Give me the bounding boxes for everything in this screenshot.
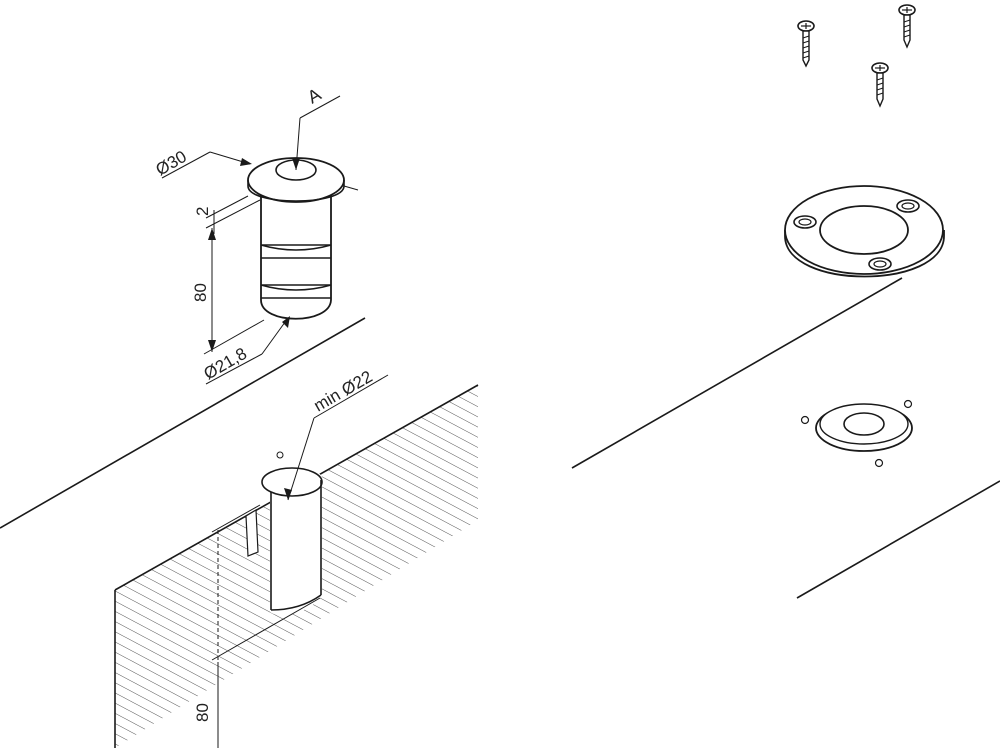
bore-depth-label: 80: [193, 703, 212, 722]
screw-icon: [797, 20, 815, 68]
ceiling-surface-lines: [571, 277, 1000, 599]
cover-ring-icon: [800, 399, 913, 468]
gap-dimension: [205, 195, 261, 234]
min-bore-leader: [284, 374, 389, 501]
hatched-section: [114, 384, 479, 748]
diameter-body-leader: [205, 316, 290, 385]
screw-icon: [898, 4, 916, 49]
light-fitting: [247, 157, 345, 320]
detail-a-label: A: [304, 84, 324, 107]
mounting-plate-icon: [784, 185, 945, 278]
screw-icon: [871, 62, 889, 108]
diameter-top-leader: [161, 151, 359, 191]
floor-surface-lines: [0, 317, 366, 529]
length-dimension: [203, 228, 265, 355]
gap-label: 2: [193, 207, 212, 216]
diameter-top-label: Ø30: [153, 147, 190, 180]
diameter-body-label: Ø21,8: [201, 344, 251, 384]
length-label: 80: [191, 283, 210, 302]
detail-a-leader: [292, 95, 341, 171]
min-bore-label: min Ø22: [311, 367, 376, 416]
